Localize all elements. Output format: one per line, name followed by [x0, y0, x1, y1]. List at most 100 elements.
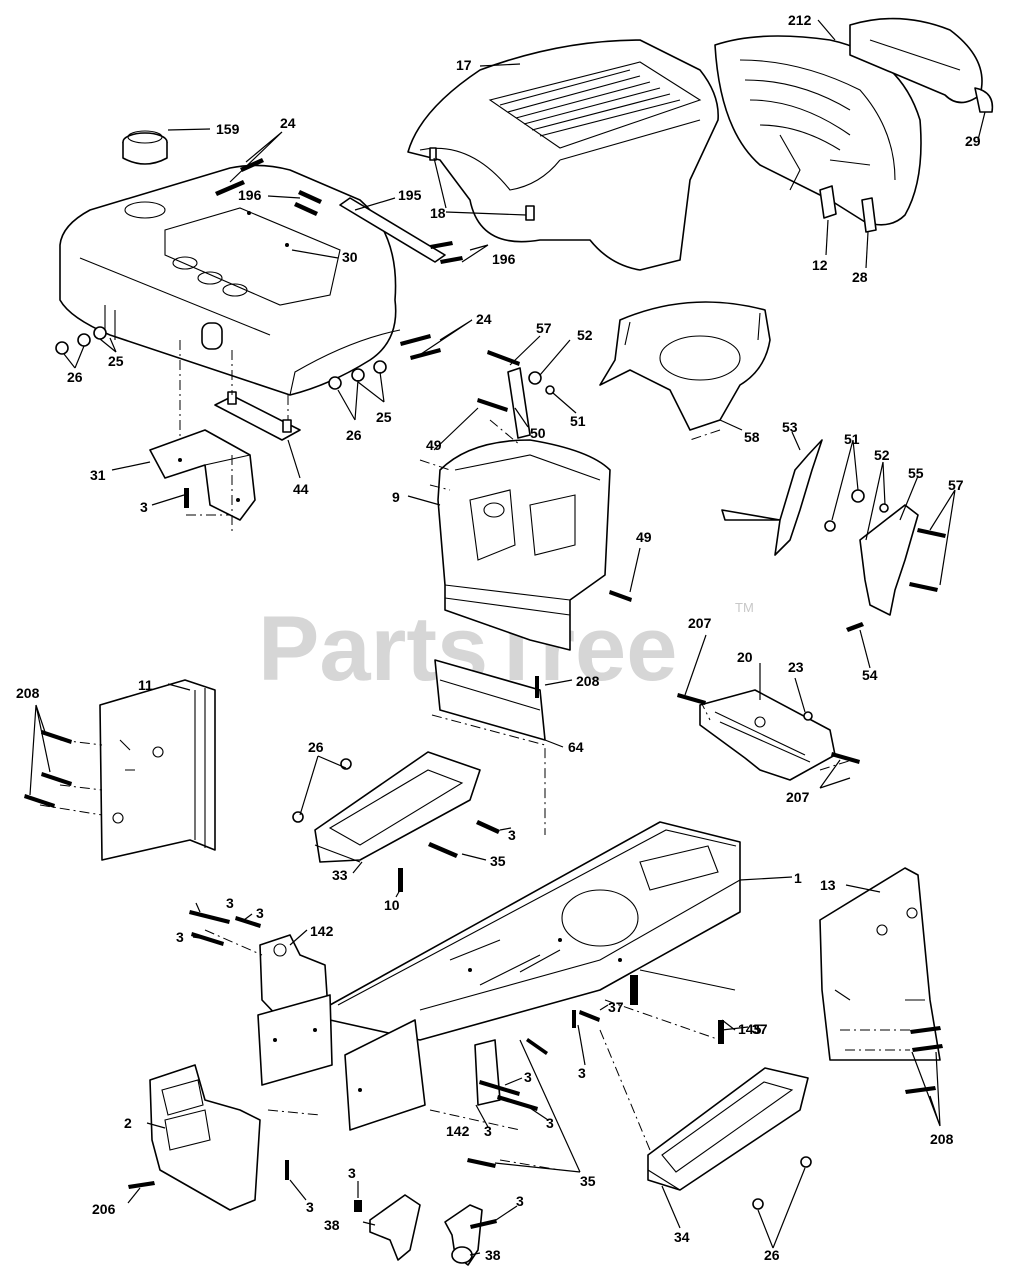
callout-18[interactable]: 18	[430, 205, 446, 221]
screw-3-small[interactable]	[184, 488, 189, 508]
callout-3-h[interactable]: 3	[484, 1123, 492, 1139]
callout-142-top[interactable]: 142	[310, 923, 334, 939]
part-17-hood[interactable]	[407, 39, 719, 271]
screws-24-top[interactable]	[215, 158, 264, 196]
callout-206[interactable]: 206	[92, 1201, 116, 1217]
callout-38-right[interactable]: 38	[485, 1247, 501, 1263]
callout-54[interactable]: 54	[862, 667, 878, 683]
part-55-bracket[interactable]	[824, 489, 946, 632]
callout-3-d[interactable]: 3	[256, 905, 264, 921]
part-front-plate[interactable]	[257, 994, 333, 1086]
callout-49-right[interactable]: 49	[636, 529, 652, 545]
hardware-26-25-left[interactable]	[55, 326, 441, 390]
callout-3-e[interactable]: 3	[176, 929, 184, 945]
part-38-bracket-left[interactable]	[354, 1194, 421, 1261]
callout-50[interactable]: 50	[530, 425, 546, 441]
callout-25-left[interactable]: 25	[108, 353, 124, 369]
callout-35-bottom[interactable]: 35	[580, 1173, 596, 1189]
callout-195[interactable]: 195	[398, 187, 422, 203]
callout-2[interactable]: 2	[124, 1115, 132, 1131]
part-195-bracket[interactable]	[294, 190, 463, 264]
part-9-tank-cover[interactable]	[437, 439, 611, 651]
callout-159[interactable]: 159	[216, 121, 240, 137]
callout-10[interactable]: 10	[384, 897, 400, 913]
callout-31[interactable]: 31	[90, 467, 106, 483]
callout-3-c[interactable]: 3	[226, 895, 234, 911]
callout-24-mid[interactable]: 24	[476, 311, 492, 327]
callout-3-l[interactable]: 3	[516, 1193, 524, 1209]
callout-11[interactable]: 11	[138, 677, 153, 693]
callout-51-left[interactable]: 51	[570, 413, 586, 429]
part-2-front-bracket[interactable]	[128, 1064, 289, 1211]
callout-13[interactable]: 13	[820, 877, 836, 893]
hardware-57-52-51[interactable]	[477, 350, 555, 439]
callout-3-g[interactable]: 3	[524, 1069, 532, 1085]
callout-52-left[interactable]: 52	[577, 327, 593, 343]
part-dash-panel[interactable]	[59, 164, 401, 396]
part-53-bracket[interactable]	[721, 439, 823, 556]
callout-12[interactable]: 12	[812, 257, 828, 273]
callout-20[interactable]: 20	[737, 649, 753, 665]
callout-55[interactable]: 55	[908, 465, 924, 481]
part-145-rod[interactable]	[630, 969, 736, 1044]
callout-212[interactable]: 212	[788, 12, 812, 28]
callout-30[interactable]: 30	[342, 249, 358, 265]
callout-3-j[interactable]: 3	[306, 1199, 314, 1215]
callout-29[interactable]: 29	[965, 133, 981, 149]
callout-64[interactable]: 64	[568, 739, 584, 755]
callout-49-left[interactable]: 49	[426, 437, 442, 453]
callout-208-left[interactable]: 208	[16, 685, 40, 701]
callout-208-right[interactable]: 208	[930, 1131, 954, 1147]
callout-51-right[interactable]: 51	[844, 431, 860, 447]
part-31-bracket[interactable]	[149, 429, 256, 521]
callout-142-bottom[interactable]: 142	[446, 1123, 470, 1139]
callout-34[interactable]: 34	[674, 1229, 690, 1245]
callout-17[interactable]: 17	[456, 57, 472, 73]
callout-196-right[interactable]: 196	[492, 251, 516, 267]
callout-207-bottom[interactable]: 207	[786, 789, 810, 805]
callout-3-b[interactable]: 3	[508, 827, 516, 843]
part-44-plate[interactable]	[214, 391, 301, 441]
callout-28[interactable]: 28	[852, 269, 868, 285]
part-1-frame[interactable]	[329, 821, 741, 1041]
callout-3-f[interactable]: 3	[578, 1065, 586, 1081]
callout-3-a[interactable]: 3	[140, 499, 148, 515]
part-212-grille[interactable]	[714, 17, 994, 233]
callout-38-left[interactable]: 38	[324, 1217, 340, 1233]
callout-207-top[interactable]: 207	[688, 615, 712, 631]
part-159-cap[interactable]	[122, 130, 168, 165]
callout-208-mid[interactable]: 208	[576, 673, 600, 689]
callout-57-left[interactable]: 57	[536, 320, 552, 336]
callout-33[interactable]: 33	[332, 867, 348, 883]
callout-52-right[interactable]: 52	[874, 447, 890, 463]
callout-145[interactable]: 145	[738, 1021, 762, 1037]
part-20-bracket[interactable]	[677, 689, 860, 781]
part-rear-plate[interactable]	[344, 1010, 600, 1168]
part-13-side-panel[interactable]	[819, 867, 943, 1094]
callout-35-top[interactable]: 35	[490, 853, 506, 869]
callout-9[interactable]: 9	[392, 489, 400, 505]
callout-3-k[interactable]: 3	[348, 1165, 356, 1181]
callout-196-left[interactable]: 196	[238, 187, 262, 203]
part-38-bracket-right[interactable]	[444, 1204, 497, 1266]
callout-58[interactable]: 58	[744, 429, 760, 445]
part-11-side-panel[interactable]	[24, 679, 216, 861]
callout-1[interactable]: 1	[794, 870, 802, 886]
callout-37-right[interactable]: 37	[752, 1021, 768, 1037]
callout-26-left[interactable]: 26	[67, 369, 83, 385]
callout-26-right[interactable]: 26	[764, 1247, 780, 1263]
callout-26-footrest[interactable]: 26	[308, 739, 324, 755]
part-34-footrest[interactable]	[647, 1067, 812, 1210]
callout-53[interactable]: 53	[782, 419, 798, 435]
part-58-shield[interactable]	[599, 301, 771, 431]
callout-57-right[interactable]: 57	[948, 477, 964, 493]
callout-37-left[interactable]: 37	[608, 999, 624, 1015]
callout-23[interactable]: 23	[788, 659, 804, 675]
part-33-footrest[interactable]	[292, 751, 500, 892]
callout-3-i[interactable]: 3	[546, 1115, 554, 1131]
callout-44[interactable]: 44	[293, 481, 309, 497]
callout-25-mid[interactable]: 25	[376, 409, 392, 425]
callout-24-top[interactable]: 24	[280, 115, 296, 131]
screw-49-right[interactable]	[609, 590, 632, 602]
callout-26-mid[interactable]: 26	[346, 427, 362, 443]
